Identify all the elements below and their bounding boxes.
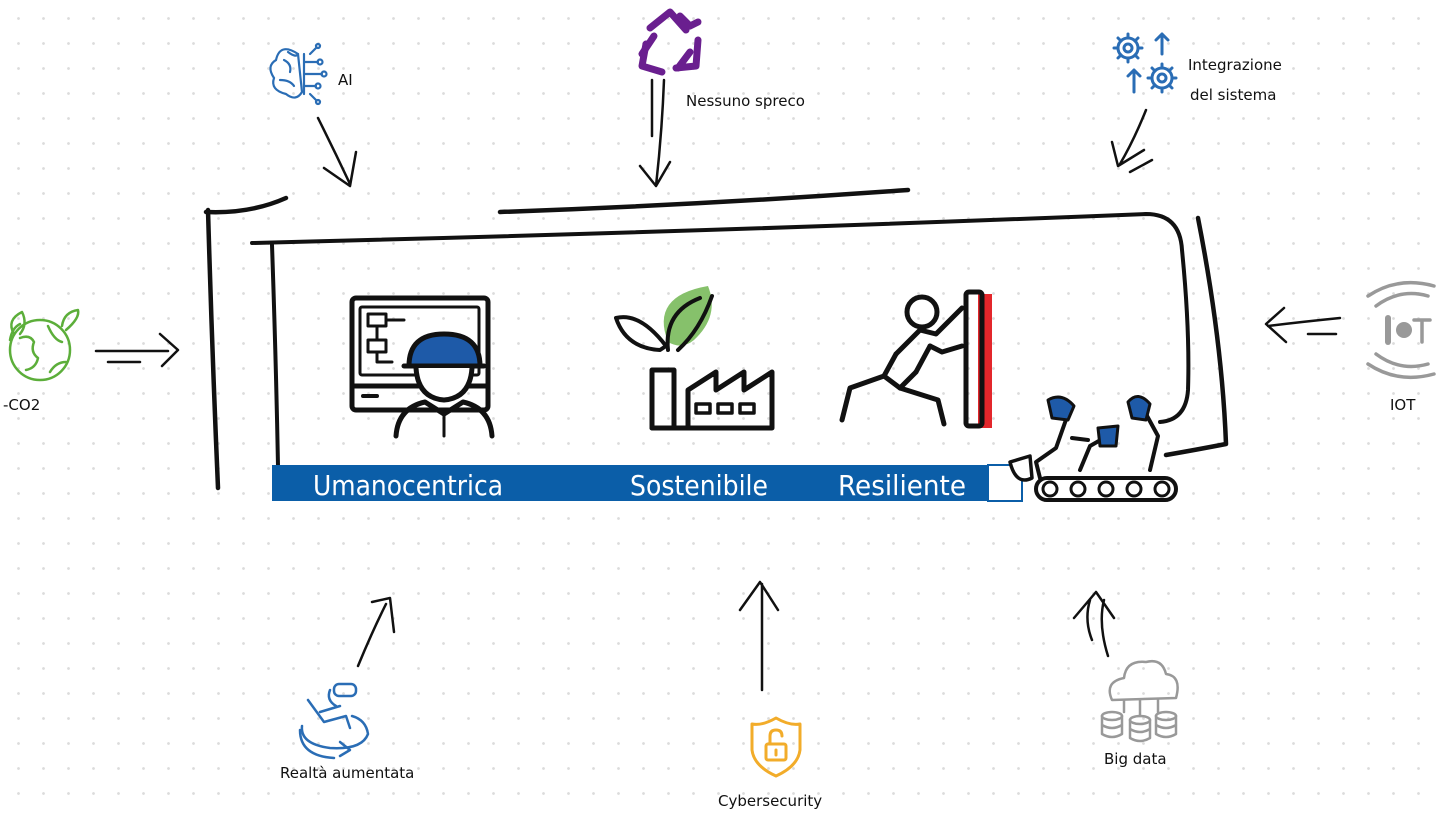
outer-frame [203, 187, 1229, 491]
no-waste-label: Nessuno spreco [686, 92, 805, 110]
robotic-assembly-line-icon [1008, 395, 1178, 502]
ar-arrow [356, 596, 396, 668]
iot-arrow [1264, 306, 1342, 344]
iot-label: IOT [1390, 396, 1416, 414]
green-factory-icon [614, 286, 775, 431]
ai-brain-icon [269, 42, 328, 106]
pillar-label-resiliente: Resiliente [838, 469, 966, 502]
cyber-label: Cybersecurity [718, 792, 822, 810]
pillar-band [272, 465, 988, 501]
co2-label: -CO2 [3, 396, 40, 414]
ai-label: AI [338, 71, 353, 89]
green-earth-icon [8, 308, 80, 382]
pillar-label-umanocentrica: Umanocentrica [313, 469, 503, 502]
co2-arrow [94, 332, 180, 368]
integration-label-1: Integrazione [1188, 56, 1282, 74]
ai-arrow [316, 116, 358, 188]
worker-control-panel-icon [349, 295, 495, 439]
cyber-arrow [738, 580, 780, 692]
ar-label: Realtà aumentata [280, 764, 414, 782]
person-pushing-wall-icon [839, 289, 992, 429]
security-shield-lock-icon [750, 716, 802, 778]
iot-signal-icon [1366, 280, 1436, 380]
recycle-icon [638, 8, 702, 76]
no-waste-arrow [638, 78, 672, 188]
integration-arrow [1110, 108, 1154, 174]
bigdata-label: Big data [1104, 750, 1167, 768]
gears-sync-icon [1112, 32, 1178, 94]
cloud-database-icon [1100, 660, 1179, 743]
inner-frame [250, 212, 1191, 468]
bigdata-arrow [1072, 590, 1116, 658]
pillar-label-sostenibile: Sostenibile [630, 469, 768, 502]
integration-label-2: del sistema [1190, 86, 1276, 104]
augmented-reality-icon [298, 682, 370, 760]
